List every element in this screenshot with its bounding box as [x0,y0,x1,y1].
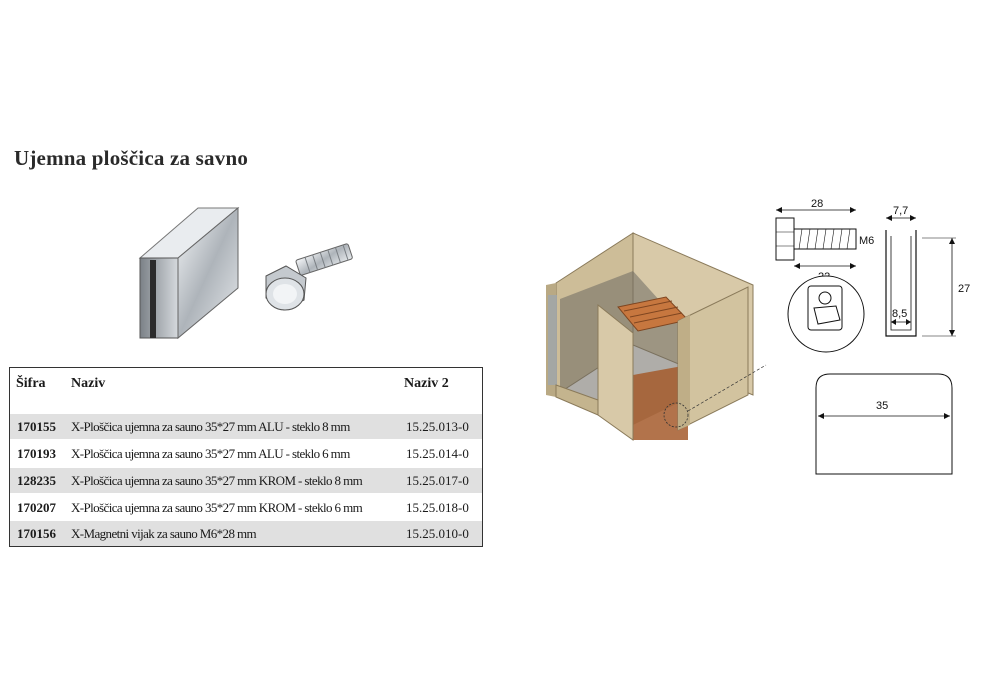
dim-clip-height: 27 [958,283,970,295]
row-naziv2: 15.25.010-0 [406,525,469,541]
sauna-illustration [546,232,767,441]
dim-plate-width: 35 [876,400,888,412]
table-row: 170155 X-Ploščica ujemna za sauno 35*27 … [10,414,482,439]
screw-drawing-icon [775,207,857,269]
product-photo [138,206,353,340]
header-name: Naziv [71,376,106,391]
table-row: 128235 X-Ploščica ujemna za sauno 35*27 … [10,468,482,493]
header-naziv2: Naziv 2 [404,376,449,391]
dim-screw-thread: M6 [859,235,874,247]
magnetic-screw-icon [265,243,353,311]
table-row: 170207 X-Ploščica ujemna za sauno 35*27 … [10,495,482,520]
dim-clip-width: 7,7 [893,205,908,217]
row-name: X-Magnetni vijak za sauno M6*28 mm [71,525,257,541]
detail-circle-icon [787,275,865,353]
row-name: X-Ploščica ujemna za sauno 35*27 mm KROM… [71,499,363,515]
row-naziv2: 15.25.017-0 [406,472,469,488]
row-code: 128235 [17,472,56,488]
row-naziv2: 15.25.018-0 [406,499,469,515]
product-table: Šifra Naziv Naziv 2 170155 X-Ploščica uj… [9,367,483,547]
row-code: 170156 [17,525,56,541]
row-name: X-Ploščica ujemna za sauno 35*27 mm ALU … [71,418,350,434]
table-row: 170193 X-Ploščica ujemna za sauno 35*27 … [10,441,482,466]
row-naziv2: 15.25.013-0 [406,418,469,434]
dim-screw-length: 28 [811,198,823,210]
row-name: X-Ploščica ujemna za sauno 35*27 mm ALU … [71,445,350,461]
technical-drawings: 28 M6 22 7,7 27 8,5 35 [775,198,970,475]
row-naziv2: 15.25.014-0 [406,445,469,461]
page-title: Ujemna ploščica za savno [14,146,249,170]
row-name: X-Ploščica ujemna za sauno 35*27 mm KROM… [71,472,363,488]
row-code: 170207 [17,499,56,515]
clamp-plate-icon [138,206,240,340]
header-code: Šifra [16,376,46,391]
clip-profile-icon [885,215,956,337]
row-code: 170155 [17,418,56,434]
row-code: 170193 [17,445,56,461]
table-header: Šifra Naziv Naziv 2 [10,368,482,414]
plate-drawing-icon [815,373,953,475]
dim-clip-inner: 8,5 [892,308,907,320]
table-row: 170156 X-Magnetni vijak za sauno M6*28 m… [10,521,482,546]
